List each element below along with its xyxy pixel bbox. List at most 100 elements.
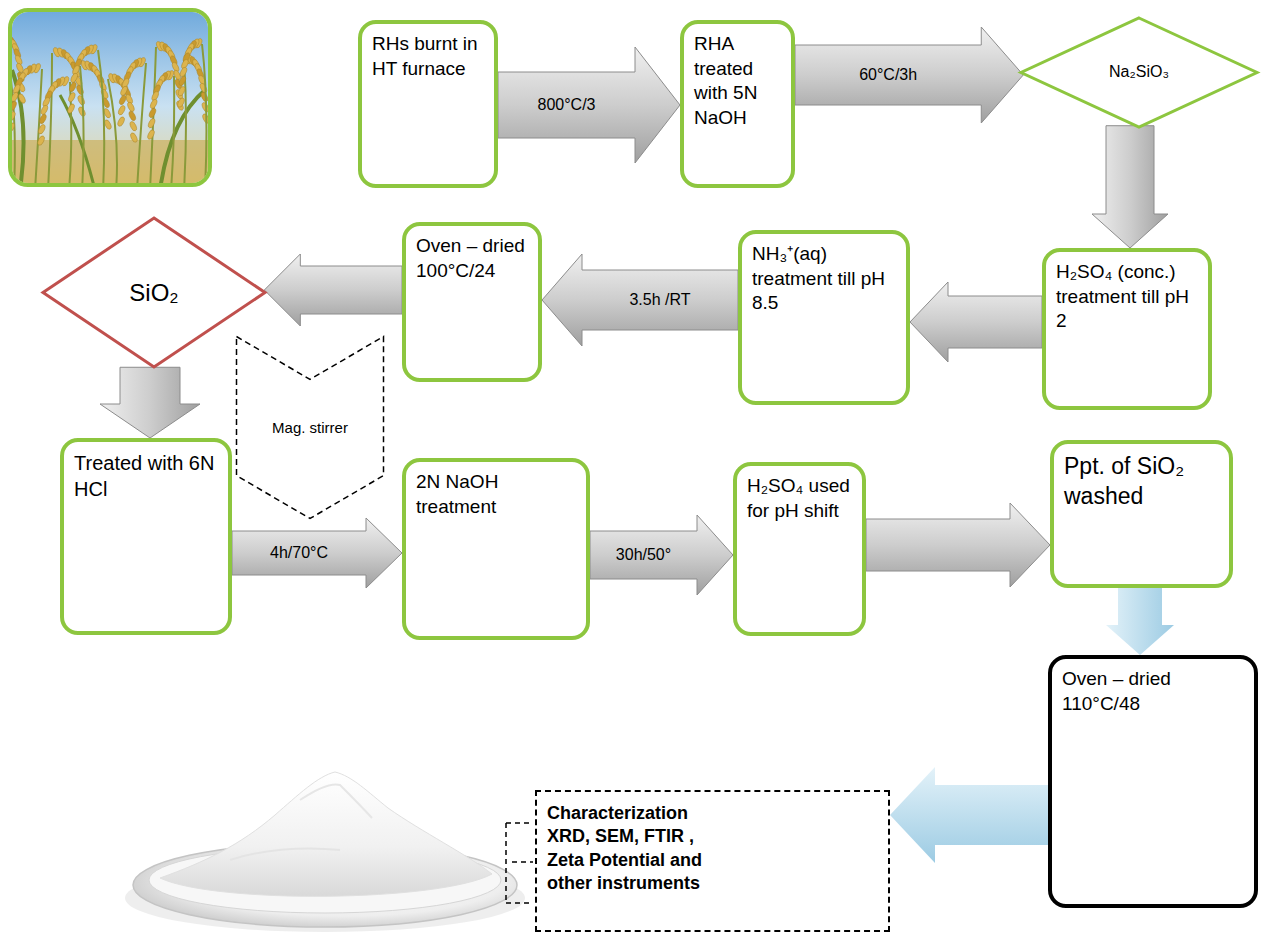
rice-stalks: [77, 95, 86, 106]
box-text: SiO₂: [129, 277, 178, 308]
rice-stalks: [67, 92, 76, 103]
box-text: RHA treated with 5N NaOH: [694, 32, 781, 131]
rice-stalks: [129, 121, 138, 132]
rice-stalks: [12, 100, 18, 111]
block-arrow: [264, 254, 402, 326]
edge-label: 800°C/3: [538, 95, 596, 114]
edge-label: 4h/70°C: [270, 543, 328, 562]
rice-stalks: [118, 94, 127, 105]
box-text: Mag. stirrer: [272, 418, 348, 438]
process-box: Oven – dried 110°C/48: [1048, 655, 1258, 908]
rice-stalks: [177, 86, 186, 97]
box-text: Ppt. of SiO₂ washed: [1064, 452, 1219, 512]
shape-outline: [237, 337, 384, 519]
edge-label: 3.5h /RT: [629, 290, 690, 309]
process-box: H₂SO₄ used for pH shift: [733, 462, 866, 636]
rice-photo: [12, 12, 208, 183]
rice-stalks: [98, 50, 104, 183]
powder-dish: [300, 784, 372, 818]
rice-stalks: [108, 79, 117, 183]
rice-stalks: [117, 105, 126, 116]
process-box: RHs burnt in HT furnace: [358, 20, 498, 188]
rice-stalks: [80, 66, 84, 183]
box-text: Oven – dried 100°C/24: [416, 234, 528, 283]
rice-stalks: [126, 101, 135, 112]
box-text: Oven – dried 110°C/48: [1062, 667, 1244, 716]
box-text: Characterization XRD, SEM, FTIR , Zeta P…: [547, 802, 727, 896]
dashed-bracket: [506, 822, 533, 824]
characterization-box: Characterization XRD, SEM, FTIR , Zeta P…: [535, 790, 890, 932]
process-box: 2N NaOH treatment: [402, 458, 590, 640]
block-arrow: [890, 767, 1048, 863]
rice-stalks: [37, 135, 46, 146]
block-arrow: [590, 515, 733, 595]
photo-frame: [10, 10, 210, 185]
rice-stalks: [147, 129, 156, 140]
powder-dish: [230, 848, 340, 860]
rice-stalks: [37, 124, 46, 135]
block-arrow: [910, 282, 1042, 362]
rice-stalks: [128, 110, 137, 121]
process-box: Oven – dried 100°C/24: [402, 222, 542, 382]
rice-stalks: [12, 122, 16, 133]
dashed-bracket: [505, 823, 507, 903]
box-text: NH₃⁺(aq) treatment till pH 8.5: [752, 242, 896, 316]
block-arrow: [542, 254, 738, 346]
process-box: RHA treated with 5N NaOH: [680, 20, 795, 188]
block-arrow: [232, 518, 402, 588]
process-box: NH₃⁺(aq) treatment till pH 8.5: [738, 230, 910, 405]
powder-dish: [125, 772, 525, 932]
rice-stalks: [177, 97, 186, 108]
powder-dish: [160, 772, 492, 896]
rice-photo: [60, 95, 95, 183]
box-text: Na₂SiO₃: [1109, 62, 1169, 83]
rice-stalks: [147, 118, 156, 129]
block-arrow: [795, 27, 1023, 123]
dashed-bracket: [506, 902, 533, 904]
rice-stalks: [148, 107, 157, 118]
rice-stalks: [117, 116, 126, 127]
rice-stalks: [12, 91, 19, 102]
rice-stalks: [149, 98, 158, 109]
product-diamond: Na₂SiO₃: [1018, 15, 1260, 130]
block-arrow: [1092, 126, 1168, 248]
block-arrow: [100, 367, 200, 438]
block-arrow: [1106, 588, 1174, 655]
rice-stalks: [178, 75, 187, 86]
rice-stalks: [68, 81, 77, 92]
box-text: H₂SO₄ used for pH shift: [747, 474, 852, 523]
process-box: Treated with 6N HCl: [60, 438, 232, 635]
rice-stalks: [18, 93, 27, 104]
rice-stalks: [120, 85, 129, 96]
rice-photo: [160, 90, 205, 183]
rice-photo: [12, 140, 208, 183]
block-arrow: [866, 503, 1050, 587]
rice-stalks: [77, 106, 86, 117]
rice-stalks: [48, 53, 52, 183]
dashed-bracket: [512, 861, 533, 863]
rice-stalks: [38, 113, 47, 124]
shape-outline: [1021, 18, 1257, 127]
rice-stalks: [70, 72, 79, 83]
box-text: RHs burnt in HT furnace: [372, 32, 484, 81]
rice-stalks: [12, 34, 208, 183]
rice-stalks: [67, 103, 76, 114]
edge-label: 60°C/3h: [859, 65, 917, 84]
rice-stalks: [137, 63, 146, 183]
rice-stalks: [40, 104, 49, 115]
box-text: 2N NaOH treatment: [416, 470, 576, 519]
edge-label: 30h/50°: [616, 545, 671, 564]
box-text: H₂SO₄ (conc.) treatment till pH 2: [1056, 260, 1198, 334]
process-box: H₂SO₄ (conc.) treatment till pH 2: [1042, 248, 1212, 410]
rice-stalks: [202, 44, 206, 183]
rice-stalks: [179, 66, 188, 77]
process-box: Ppt. of SiO₂ washed: [1050, 440, 1233, 588]
block-arrow: [498, 47, 680, 163]
rice-stalks: [129, 132, 138, 143]
box-text: Treated with 6N HCl: [74, 450, 218, 502]
rice-stalks: [171, 76, 174, 183]
product-diamond: SiO₂: [40, 215, 268, 370]
shape-outline: [43, 218, 265, 367]
dashed-bracket: [506, 823, 533, 903]
stirrer-chevron: Mag. stirrer: [235, 335, 385, 520]
